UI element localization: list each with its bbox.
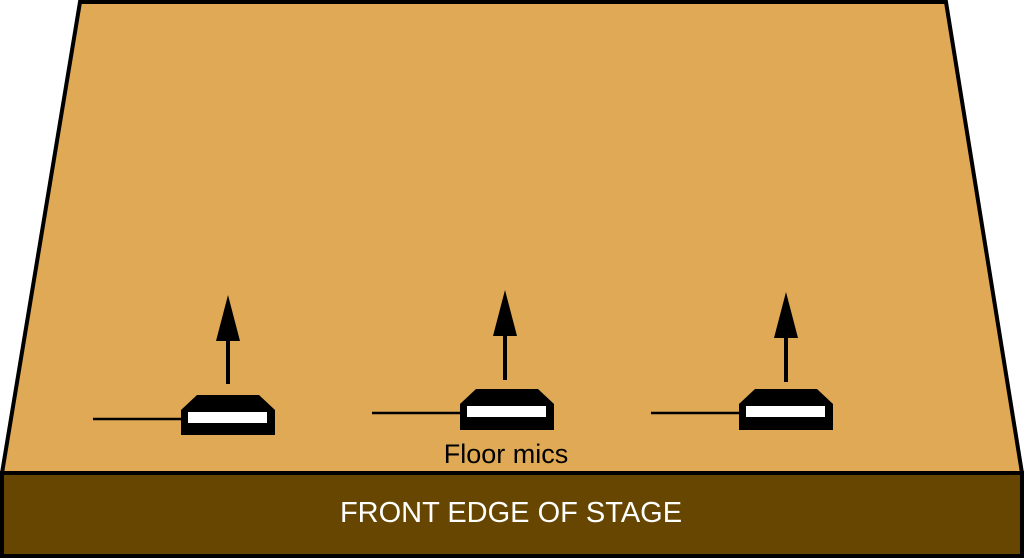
floor-mic-right <box>651 292 833 430</box>
direction-arrow-head-icon <box>774 292 798 338</box>
floor-mics-label: Floor mics <box>444 439 569 469</box>
mic-slot <box>744 404 827 419</box>
front-edge-label: FRONT EDGE OF STAGE <box>340 497 682 529</box>
floor-mic-center <box>372 290 554 430</box>
stage-front-edge <box>0 471 1024 558</box>
direction-arrow-head-icon <box>493 290 517 336</box>
direction-arrow-head-icon <box>216 295 240 341</box>
mic-slot <box>465 404 548 419</box>
floor-mic-left <box>93 295 275 435</box>
mic-slot <box>186 410 269 425</box>
